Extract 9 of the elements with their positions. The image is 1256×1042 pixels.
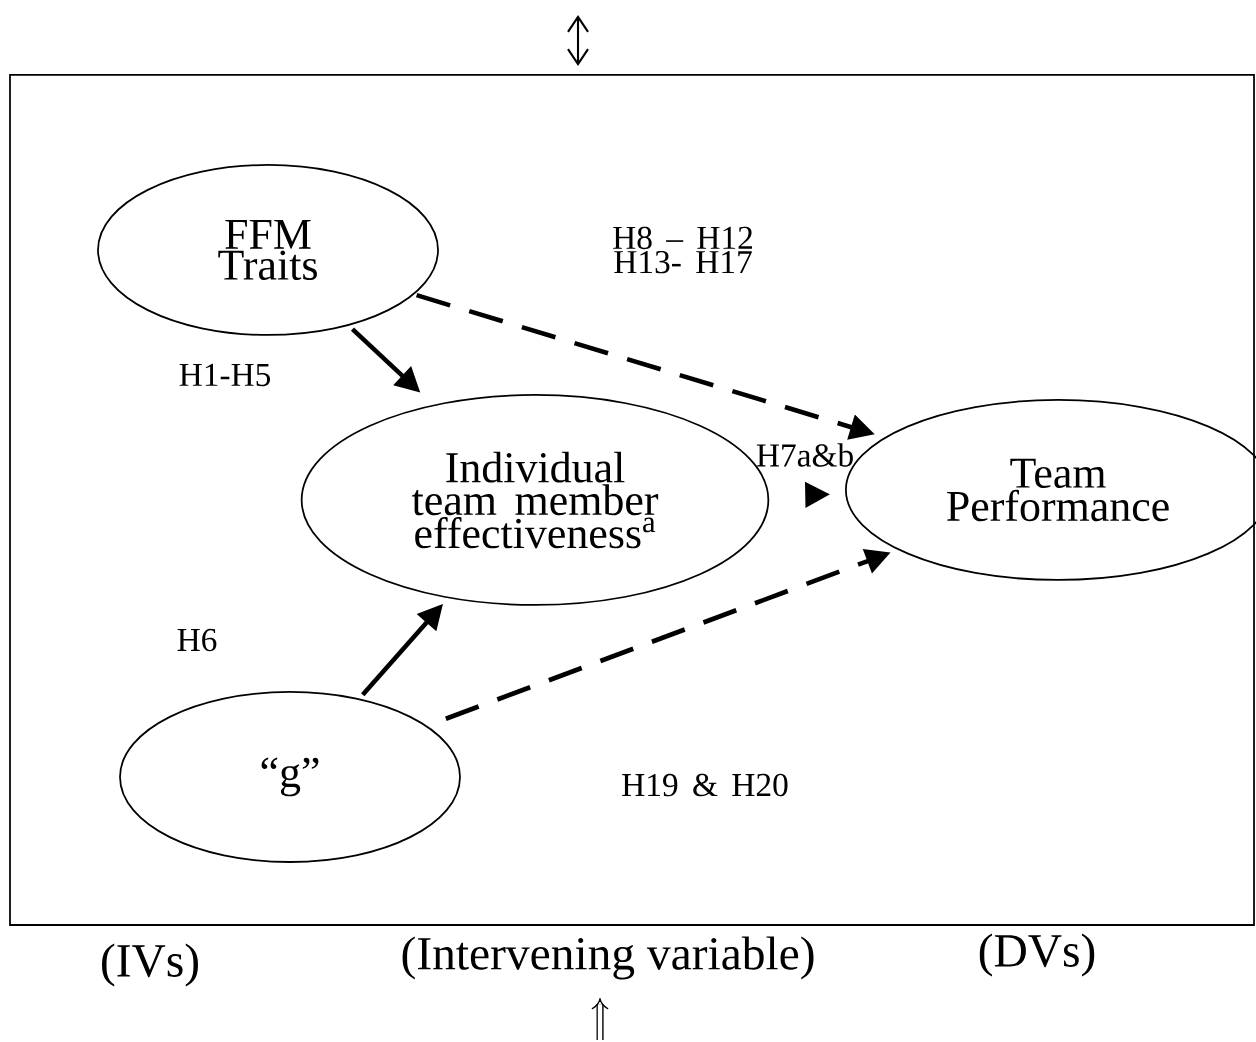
ellipse-node: FFM Traits bbox=[97, 164, 439, 336]
edge-label: H6 bbox=[177, 628, 217, 652]
column-label: (DVs) bbox=[979, 933, 1095, 977]
column-label: (IVs) bbox=[102, 943, 198, 987]
edge-label: H1-H5 bbox=[179, 363, 271, 387]
column-label: (Intervening variable) bbox=[402, 936, 814, 980]
edge-label: H19 & H20 bbox=[622, 773, 788, 797]
edge-label: H8 – H12 H13- H17 bbox=[613, 226, 752, 274]
ellipse-node: “g” bbox=[119, 691, 461, 863]
